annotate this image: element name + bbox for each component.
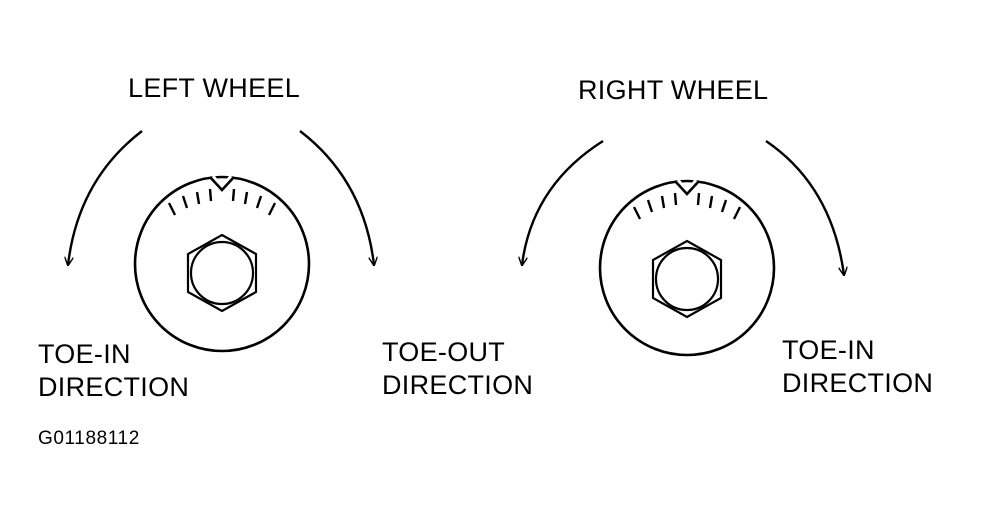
label-line: DIRECTION bbox=[382, 370, 534, 400]
left-adjuster-cam bbox=[133, 175, 311, 353]
left-wheel-toe-in-label: TOE-IN DIRECTION bbox=[38, 338, 189, 404]
right-adjuster-scale-marks bbox=[632, 192, 742, 220]
label-line: DIRECTION bbox=[38, 372, 190, 402]
right-adjuster-hex-nut bbox=[651, 239, 723, 319]
right-wheel-toe-in-arrow bbox=[765, 140, 844, 275]
right-wheel-title: RIGHT WHEEL bbox=[578, 75, 769, 105]
label-line: TOE-IN bbox=[782, 335, 875, 365]
right-wheel-toe-in-label: TOE-IN DIRECTION bbox=[782, 334, 933, 400]
left-wheel-title: LEFT WHEEL bbox=[128, 73, 301, 103]
right-adjuster-cam bbox=[598, 179, 776, 357]
figure-code: G01188112 bbox=[38, 428, 140, 449]
left-wheel-toe-out-arrow bbox=[299, 130, 374, 265]
label-line: TOE-IN bbox=[38, 339, 131, 369]
left-adjuster-scale-marks bbox=[167, 188, 277, 216]
right-wheel-toe-out-arrow bbox=[522, 139, 604, 265]
left-wheel-toe-out-label: TOE-OUT DIRECTION bbox=[382, 336, 533, 402]
label-line: DIRECTION bbox=[782, 368, 934, 398]
label-line: TOE-OUT bbox=[382, 337, 506, 367]
left-wheel-toe-in-arrow bbox=[68, 130, 143, 265]
left-adjuster-hex-nut bbox=[186, 233, 258, 313]
